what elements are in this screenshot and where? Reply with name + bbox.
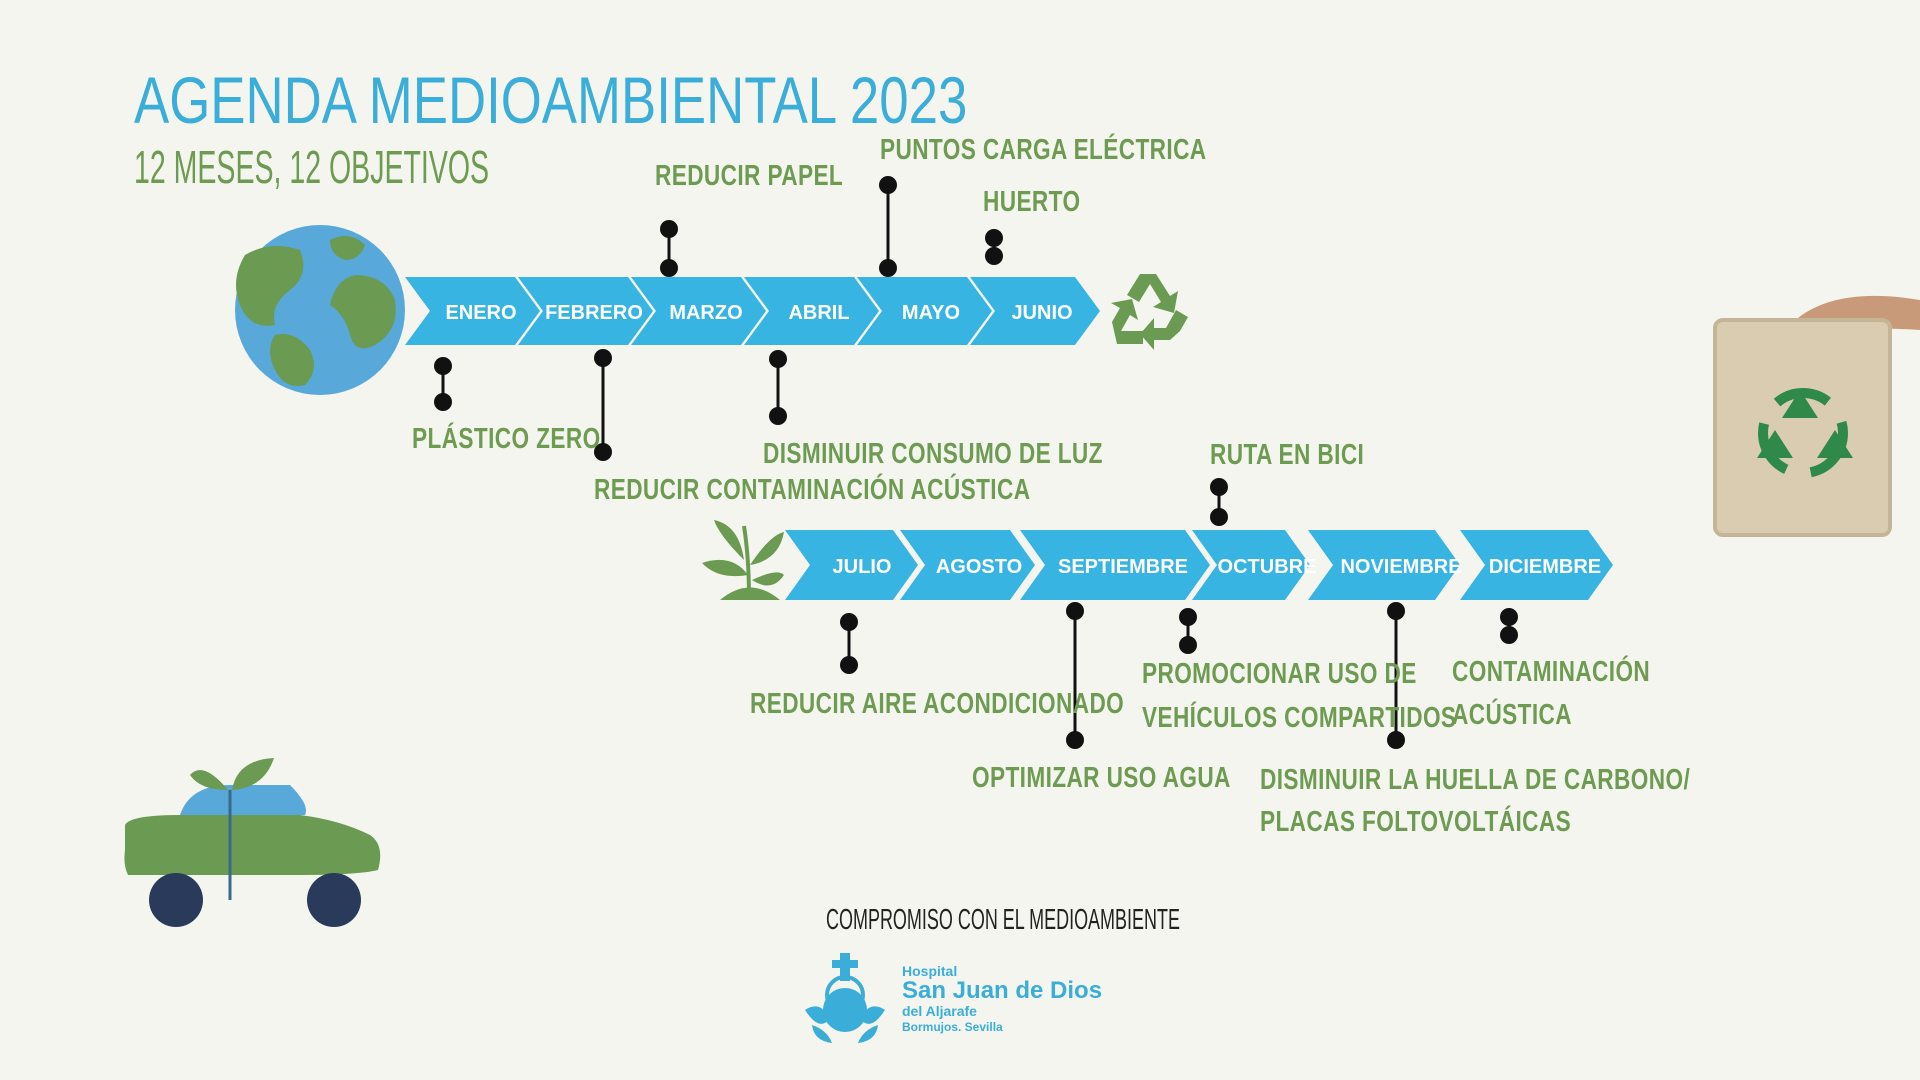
sprout-icon xyxy=(702,520,784,600)
month-enero: ENERO xyxy=(445,302,516,324)
goal-julio: REDUCIR AIRE ACONDICIONADO xyxy=(750,688,1125,720)
chevron-mayo xyxy=(857,277,992,345)
logo-text-hospital: Hospital xyxy=(902,963,958,979)
goal-mayo: PUNTOS CARGA ELÉCTRICA xyxy=(880,134,1207,166)
month-octubre: OCTUBRE xyxy=(1218,556,1317,578)
chevron-marzo xyxy=(631,277,766,345)
logo-text-location: del Aljarafe xyxy=(902,1003,977,1019)
recycled-bag-icon xyxy=(1713,295,1920,537)
earth-icon xyxy=(235,225,405,395)
chevron-abril xyxy=(744,277,879,345)
month-mayo: MAYO xyxy=(902,302,960,324)
chevron-octubre xyxy=(1192,530,1310,600)
month-diciembre: DICIEMBRE xyxy=(1489,556,1601,578)
hospital-logo-icon xyxy=(805,953,885,1043)
month-abril: ABRIL xyxy=(788,302,849,324)
month-junio: JUNIO xyxy=(1011,302,1072,324)
goal-septiembre-line1: PROMOCIONAR USO DE xyxy=(1142,658,1417,690)
chevron-diciembre xyxy=(1460,530,1613,600)
top-pin-dots xyxy=(434,176,1003,461)
top-chevron-row: ENERO FEBRERO MARZO ABRIL MAYO JUNIO xyxy=(405,277,1100,345)
goal-noviembre-line2: PLACAS FOLTOVOLTÁICAS xyxy=(1260,806,1572,838)
goal-octubre: RUTA EN BICI xyxy=(1210,439,1365,471)
goal-diciembre-line2: ACÚSTICA xyxy=(1452,699,1572,731)
page-subtitle: 12 MESES, 12 OBJETIVOS xyxy=(134,141,490,193)
month-julio: JULIO xyxy=(833,556,892,578)
chevron-septiembre xyxy=(1020,530,1210,600)
logo-text-name: San Juan de Dios xyxy=(902,977,1103,1004)
goal-febrero: REDUCIR CONTAMINACIÓN ACÚSTICA xyxy=(594,474,1031,506)
month-noviembre: NOVIEMBRE xyxy=(1340,556,1461,578)
month-marzo: MARZO xyxy=(669,302,742,324)
goal-noviembre-line1: DISMINUIR LA HUELLA DE CARBONO/ xyxy=(1260,764,1691,796)
goal-septiembre-line2: VEHÍCULOS COMPARTIDOS xyxy=(1142,702,1457,734)
chevron-julio xyxy=(785,530,918,600)
recycle-icon xyxy=(1111,274,1188,350)
chevron-junio xyxy=(970,277,1100,345)
month-septiembre: SEPTIEMBRE xyxy=(1058,556,1188,578)
chevron-noviembre xyxy=(1308,530,1460,600)
chevron-agosto xyxy=(900,530,1035,600)
goal-enero: PLÁSTICO ZERO xyxy=(412,423,601,455)
month-febrero: FEBRERO xyxy=(545,302,643,324)
logo-text-city: Bormujos. Sevilla xyxy=(902,1020,1003,1034)
goal-diciembre-line1: CONTAMINACIÓN xyxy=(1452,656,1651,688)
page-title: AGENDA MEDIOAMBIENTAL 2023 xyxy=(134,63,968,137)
goal-agosto: OPTIMIZAR USO AGUA xyxy=(972,762,1231,794)
car-icon xyxy=(124,758,381,927)
goal-marzo: REDUCIR PAPEL xyxy=(655,160,844,192)
commitment-text: COMPROMISO CON EL MEDIOAMBIENTE xyxy=(826,904,1180,936)
goal-junio: HUERTO xyxy=(983,186,1081,218)
bottom-chevron-row: JULIO AGOSTO SEPTIEMBRE OCTUBRE NOVIEMBR… xyxy=(785,530,1613,600)
goal-abril: DISMINUIR CONSUMO DE LUZ xyxy=(763,438,1103,470)
chevron-febrero xyxy=(518,277,653,345)
bottom-pin-dots xyxy=(840,478,1518,749)
month-agosto: AGOSTO xyxy=(936,556,1022,578)
chevron-enero xyxy=(405,277,540,345)
